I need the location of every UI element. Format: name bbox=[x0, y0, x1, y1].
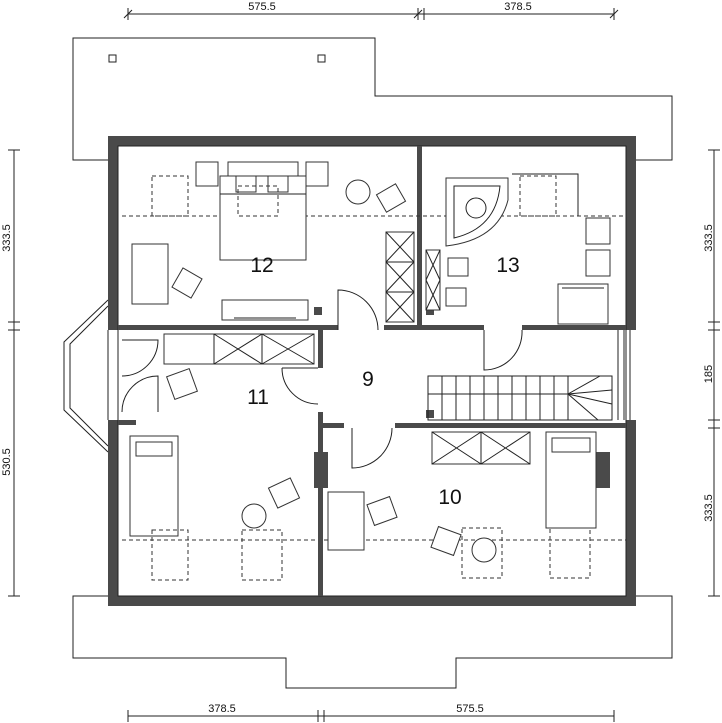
slope-lines bbox=[122, 215, 626, 541]
dimension-bottom: 378.5 575.5 bbox=[127, 703, 615, 722]
dim-bottom-1: 378.5 bbox=[208, 703, 236, 715]
dim-top-1: 575.5 bbox=[248, 1, 276, 13]
room-label-12: 12 bbox=[250, 254, 273, 277]
bay-window-left bbox=[63, 299, 109, 453]
dim-bottom-2: 575.5 bbox=[456, 703, 484, 715]
staircase bbox=[427, 375, 613, 421]
dimension-right: 333.5 185 333.5 bbox=[703, 149, 720, 597]
roof-outline-bottom bbox=[72, 595, 673, 689]
room-10-furniture bbox=[327, 431, 597, 579]
outer-walls bbox=[108, 136, 636, 606]
dim-right-3: 333.5 bbox=[703, 494, 715, 522]
room-11-furniture bbox=[129, 333, 315, 581]
room-13-fixtures bbox=[425, 173, 611, 325]
room-label-9: 9 bbox=[362, 368, 374, 391]
doors bbox=[121, 289, 523, 469]
dimension-left: 333.5 530.5 bbox=[1, 149, 20, 597]
dim-top-2: 378.5 bbox=[504, 1, 532, 13]
dim-right-1: 333.5 bbox=[703, 224, 715, 252]
room-12-furniture bbox=[131, 161, 557, 323]
room-label-11: 11 bbox=[247, 386, 269, 409]
roof-outline-top bbox=[72, 37, 673, 161]
room-labels: 9 10 11 12 13 bbox=[247, 254, 520, 509]
dim-left-1: 333.5 bbox=[1, 224, 13, 252]
room-label-10: 10 bbox=[438, 486, 461, 509]
dim-right-2: 185 bbox=[703, 365, 715, 383]
dimension-top: 575.5 378.5 bbox=[123, 1, 619, 20]
interior-walls bbox=[118, 146, 626, 596]
dim-left-2: 530.5 bbox=[1, 448, 13, 476]
room-label-13: 13 bbox=[496, 254, 519, 277]
